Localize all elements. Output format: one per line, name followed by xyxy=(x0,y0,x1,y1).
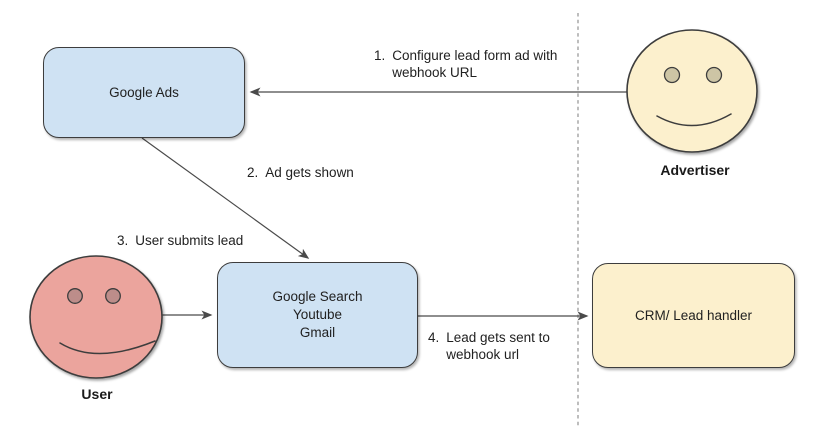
step-2-text: Ad gets shown xyxy=(265,165,354,180)
advertiser-smile xyxy=(656,113,732,127)
advertiser-eye-right xyxy=(705,66,723,84)
advertiser-label: Advertiser xyxy=(660,162,730,178)
step-2-label: 2. Ad gets shown xyxy=(247,164,354,181)
platforms-line-youtube: Youtube xyxy=(292,307,343,322)
step-1-number: 1. xyxy=(374,48,386,63)
step-2-number: 2. xyxy=(247,165,259,180)
step-1-label: 1. Configure lead form ad with webhook U… xyxy=(374,47,568,81)
advertiser-face xyxy=(626,29,758,153)
advertiser-eye-left xyxy=(663,66,681,84)
step-1-text: Configure lead form ad with webhook URL xyxy=(392,48,558,80)
crm-label: CRM/ Lead handler xyxy=(634,307,753,323)
user-label: User xyxy=(81,386,113,402)
user-face xyxy=(29,255,163,379)
crm-box: CRM/ Lead handler xyxy=(592,263,795,368)
google-ads-box: Google Ads xyxy=(43,47,245,138)
advertiser-face-circle xyxy=(626,29,758,153)
step-3-number: 3. xyxy=(117,233,129,248)
user-smile xyxy=(59,340,156,355)
platforms-line-gmail: Gmail xyxy=(299,325,336,340)
step-4-text: Lead gets sent to webhook url xyxy=(446,330,550,362)
platforms-box: Google Search Youtube Gmail xyxy=(217,262,418,368)
platforms-line-google-search: Google Search xyxy=(272,289,363,304)
step-3-text: User submits lead xyxy=(135,233,244,248)
step-3-label: 3. User submits lead xyxy=(117,232,243,249)
user-face-circle xyxy=(29,255,163,379)
google-ads-label: Google Ads xyxy=(109,84,179,100)
step-4-number: 4. xyxy=(428,330,440,345)
user-eye-right xyxy=(105,288,121,304)
step-4-label: 4. Lead gets sent to webhook url xyxy=(428,329,560,363)
arrow-ad-gets-shown xyxy=(141,137,310,259)
user-eye-left xyxy=(67,288,83,304)
